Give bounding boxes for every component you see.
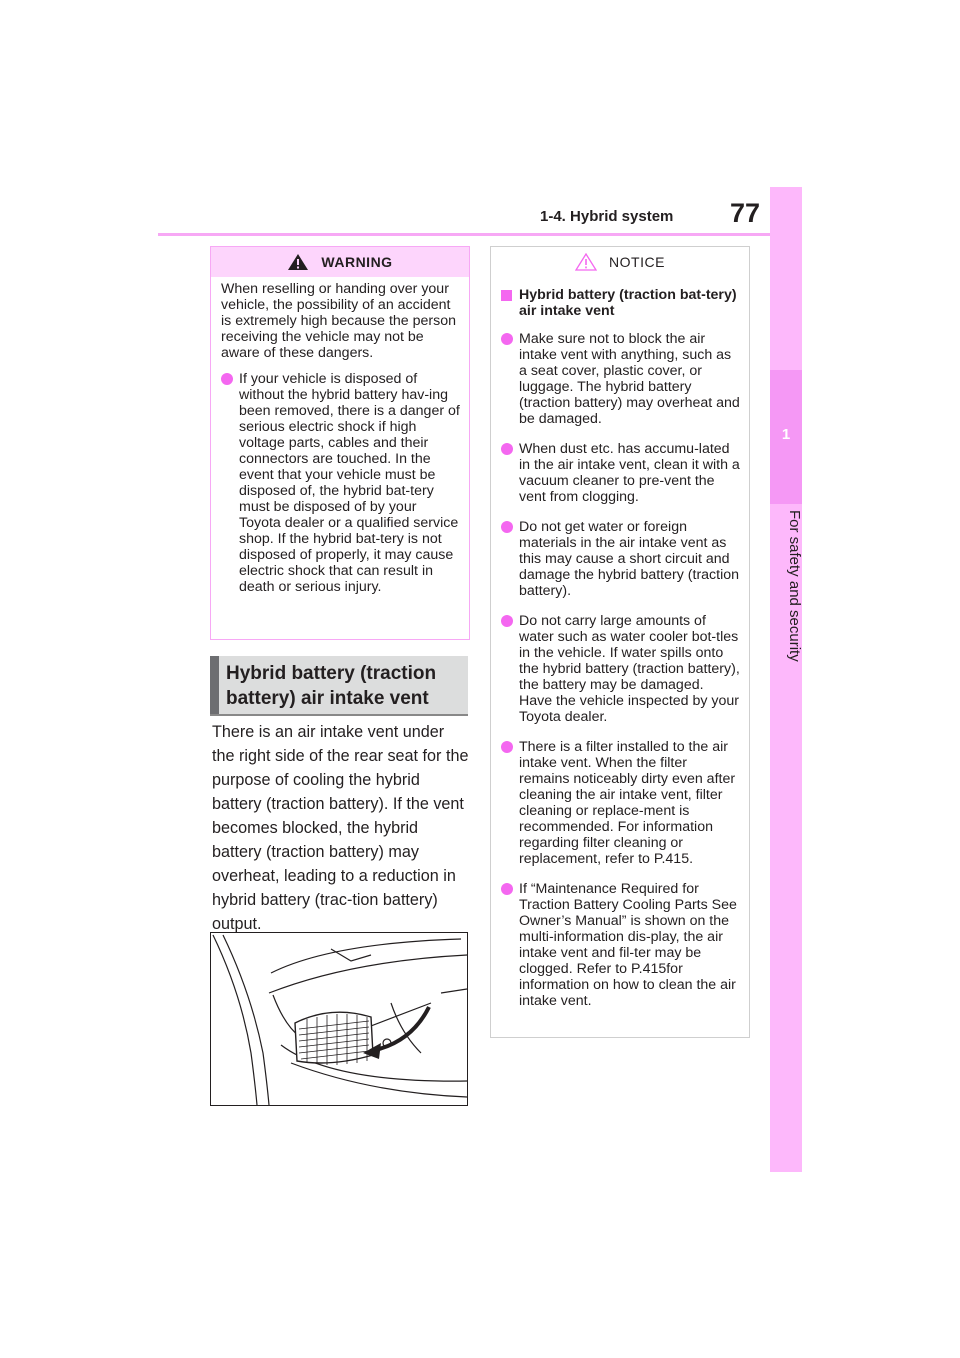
warning-triangle-icon <box>288 254 309 270</box>
header-rule <box>158 233 770 236</box>
square-bullet-icon <box>501 290 512 301</box>
section-heading-bar <box>210 656 219 714</box>
notice-bullet-text: When dust etc. has accumu-lated in the a… <box>519 441 740 505</box>
air-intake-vent-figure <box>210 932 468 1106</box>
warning-title: WARNING <box>321 254 393 270</box>
running-header: 1-4. Hybrid system <box>540 208 674 225</box>
chapter-number: 1 <box>781 426 791 443</box>
notice-bullet: There is a filter installed to the air i… <box>501 739 740 867</box>
chapter-title: For safety and security <box>786 510 803 662</box>
notice-bullet-text: If “Maintenance Required for Traction Ba… <box>519 881 737 1009</box>
bullet-dot-icon <box>501 521 513 533</box>
warning-bullet-text: If your vehicle is disposed of without t… <box>239 371 460 595</box>
notice-subheading-text: Hybrid battery (traction bat-tery) air i… <box>519 287 737 319</box>
section-heading-box: Hybrid battery (traction battery) air in… <box>210 656 468 716</box>
notice-bullet: Do not carry large amounts of water such… <box>501 613 740 725</box>
notice-bullet: Do not get water or foreign materials in… <box>501 519 740 599</box>
notice-bullet: Make sure not to block the air intake ve… <box>501 331 740 427</box>
warning-header: WARNING <box>211 247 469 277</box>
notice-header: NOTICE <box>491 247 749 277</box>
warning-intro: When reselling or handing over your vehi… <box>221 281 457 361</box>
notice-body: Hybrid battery (traction bat-tery) air i… <box>491 277 749 1009</box>
section-title: Hybrid battery (traction battery) air in… <box>226 663 437 709</box>
bullet-dot-icon <box>501 333 513 345</box>
bullet-dot-icon <box>501 615 513 627</box>
warning-bullet: If your vehicle is disposed of without t… <box>221 371 460 595</box>
notice-bullet-text: Make sure not to block the air intake ve… <box>519 331 740 427</box>
bullet-dot-icon <box>501 883 513 895</box>
bullet-dot-icon <box>501 741 513 753</box>
warning-box: WARNING When reselling or handing over y… <box>210 246 470 640</box>
warning-body: When reselling or handing over your vehi… <box>211 277 469 595</box>
notice-bullet: If “Maintenance Required for Traction Ba… <box>501 881 740 1009</box>
bullet-dot-icon <box>501 443 513 455</box>
notice-bullet-text: There is a filter installed to the air i… <box>519 739 736 867</box>
bullet-dot-icon <box>221 373 233 385</box>
caution-triangle-icon <box>575 253 598 271</box>
chapter-side-tab <box>770 187 802 1172</box>
notice-bullet: When dust etc. has accumu-lated in the a… <box>501 441 740 505</box>
section-body-text: There is an air intake vent under the ri… <box>212 723 469 933</box>
notice-bullet-text: Do not carry large amounts of water such… <box>519 613 740 725</box>
page-number: 77 <box>730 198 761 228</box>
rear-seat-air-intake-vent-illustration-icon <box>212 934 467 1105</box>
notice-box: NOTICE Hybrid battery (traction bat-tery… <box>490 246 750 1038</box>
notice-title: NOTICE <box>609 254 665 270</box>
notice-subheading: Hybrid battery (traction bat-tery) air i… <box>501 287 740 319</box>
notice-bullet-text: Do not get water or foreign materials in… <box>519 519 740 599</box>
chapter-tab-highlight <box>770 370 802 504</box>
